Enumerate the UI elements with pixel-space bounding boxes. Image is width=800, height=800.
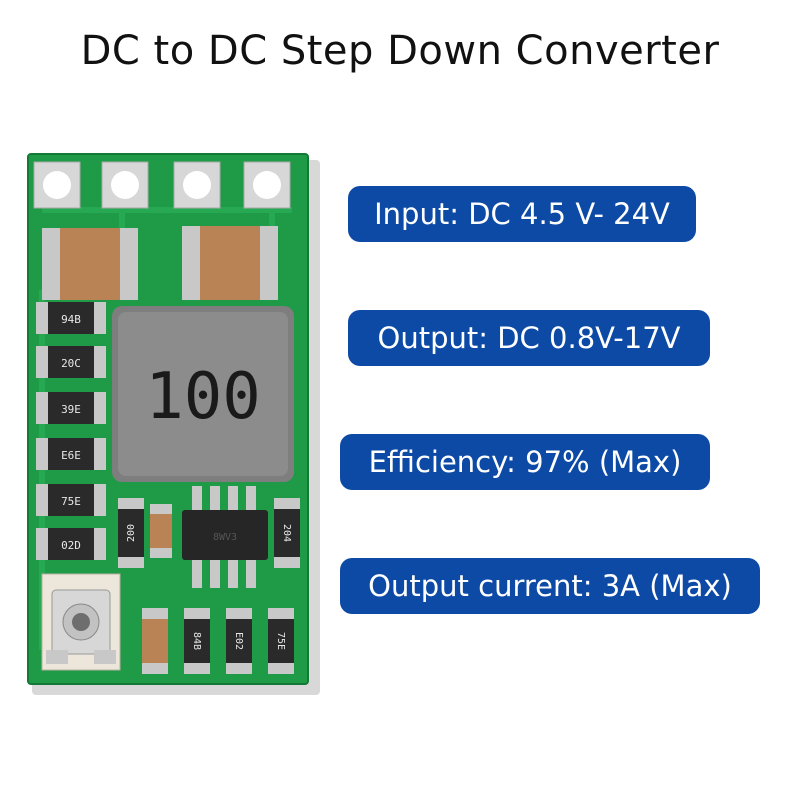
spec-efficiency: Efficiency: 97% (Max) [340, 434, 710, 490]
spec-output-voltage: Output: DC 0.8V-17V [348, 310, 710, 366]
resistor-label: 75E [275, 632, 286, 650]
header-pads [33, 161, 291, 209]
spec-input-voltage: Input: DC 4.5 V- 24V [348, 186, 696, 242]
mid-components: 200 8WV3 204 [118, 486, 300, 588]
trim-potentiometer [41, 573, 121, 671]
resistor-label: 75E [61, 495, 81, 508]
ic-marking: 8WV3 [213, 532, 237, 543]
resistor-label: 20C [61, 357, 81, 370]
resistor-label: 39E [61, 403, 81, 416]
converter-board-photo: 100 94B 20C 39E E6E 75E 02D 200 [22, 150, 322, 695]
capacitors [42, 226, 278, 300]
page-title: DC to DC Step Down Converter [80, 28, 720, 74]
resistor-label: 84B [191, 632, 202, 650]
resistor-label: 204 [281, 524, 292, 542]
left-resistors: 94B 20C 39E E6E 75E 02D [36, 302, 106, 560]
bottom-resistors: 84B E02 75E [142, 608, 294, 674]
resistor-label: 02D [61, 539, 81, 552]
inductor: 100 [112, 306, 294, 482]
resistor-label: 200 [126, 524, 137, 542]
spec-output-current: Output current: 3A (Max) [340, 558, 760, 614]
resistor-label: E6E [61, 449, 81, 462]
inductor-marking: 100 [145, 360, 261, 434]
ic-chip [182, 510, 268, 560]
resistor-label: E02 [233, 632, 244, 650]
resistor-label: 94B [61, 313, 81, 326]
